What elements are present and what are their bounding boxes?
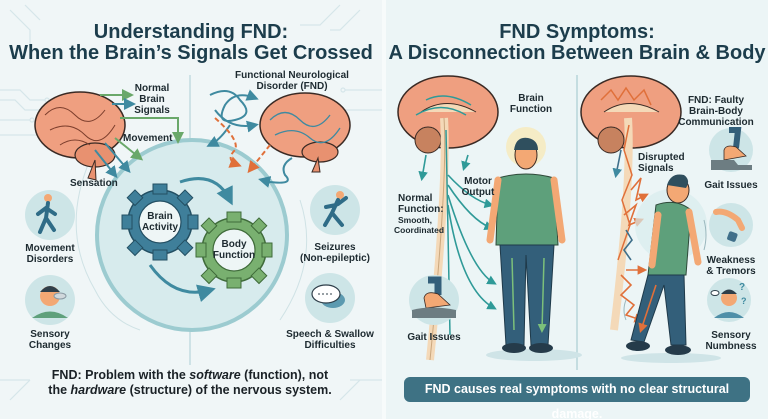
body-function-gear [195,211,273,289]
fnd-faulty-label-3: Communication [678,117,754,128]
normal-brain-icon [34,91,126,181]
symptom-gait-label: Gait Issues [704,180,758,191]
numbness-person-icon: ? ? [707,278,751,322]
left-illustration [0,4,382,401]
sensory-face-icon [25,275,75,325]
right-panel: ? ? FND Symptoms: A Disconnection Betwee… [386,0,768,419]
circuit-decoration [0,4,382,401]
symptom-weakness-label-1: Weakness [706,255,756,266]
speech-bubble-icon [305,273,355,323]
left-title-line2: When the Brain’s Signals Get Crossed [9,42,373,64]
footnote-text: FND: Problem with the [51,368,190,382]
movement-label: Movement [123,133,173,144]
symptom-seizures-line2: (Non-epileptic) [300,253,370,264]
gear-brain-label-2: Activity [141,222,179,233]
symptom-movement-line1: Movement [25,243,75,254]
fnd-label-line1: Functional Neurological [235,70,349,81]
disrupted-signals-label-2: Signals [638,163,674,174]
footnote-emphasis-hardware: hardware [70,383,127,397]
gear-body-label-1: Body [221,239,247,250]
footnote-emphasis-software: software [189,368,241,382]
seizure-person-icon [310,185,360,235]
footnote: FND: Problem with the software (function… [30,368,350,398]
right-title-line1: FND Symptoms: [499,21,655,43]
foot-step-icon [709,127,753,172]
brain-function-label-1: Brain [518,93,544,104]
normal-person-figure [486,127,582,361]
normal-function-label-4: Coordinated [394,225,445,235]
summary-banner: FND causes real symptoms with no clear s… [404,377,750,419]
foot-step-icon-left [409,275,459,325]
footnote-text: (structure) of the nervous system. [126,383,332,397]
symptom-movement-line2: Disorders [26,254,74,265]
footnote-text: (function), not [240,368,329,382]
brain-function-label-2: Function [509,104,553,115]
left-title-line1: Understanding FND: [93,21,289,43]
symptom-speech-line2: Difficulties [304,340,356,351]
hand-dropping-icon [709,203,753,247]
normal-function-label-1: Normal [398,193,433,204]
footnote-text: the [48,383,71,397]
symptom-numbness-label-1: Sensory [711,330,751,341]
symptom-speech-line1: Speech & Swallow [286,329,374,340]
svg-text:?: ? [741,296,747,306]
gear-brain-label-1: Brain [147,211,173,222]
fnd-faulty-label-2: Brain-Body [689,106,743,117]
symptom-numbness-label-2: Numbness [705,341,757,352]
fnd-faulty-label-1: FND: Faulty [687,95,745,106]
normal-function-label-2: Function: [398,204,444,215]
gear-body-label-2: Function [212,250,256,261]
right-illustration: ? ? [397,75,753,370]
normal-brain-signals-label: Normal Brain Signals [134,83,170,116]
motor-output-label-1: Motor [464,176,492,187]
symptom-sensory-line2: Changes [28,340,72,351]
gait-issues-left-label: Gait Issues [407,332,461,343]
symptom-weakness-label-2: & Tremors [706,266,756,277]
walking-person-icon [25,190,75,240]
sensation-label: Sensation [70,178,118,189]
disrupted-signals-label-1: Disrupted [638,152,685,163]
left-panel: Understanding FND: When the Brain’s Sign… [0,0,382,419]
panel-divider [382,0,386,419]
fnd-brain-sagittal-icon [580,75,682,331]
right-title-line2: A Disconnection Between Brain & Body [388,42,766,64]
brain-activity-gear [121,183,199,261]
fnd-brain-icon [259,92,351,173]
symptom-sensory-line1: Sensory [30,329,70,340]
svg-text:?: ? [739,282,745,293]
fnd-person-figure [621,174,721,363]
motor-output-label-2: Output [461,187,495,198]
normal-function-label-3: Smooth, [398,215,432,225]
fnd-label-line2: Disorder (FND) [256,81,328,92]
symptom-seizures-line1: Seizures [314,242,356,253]
